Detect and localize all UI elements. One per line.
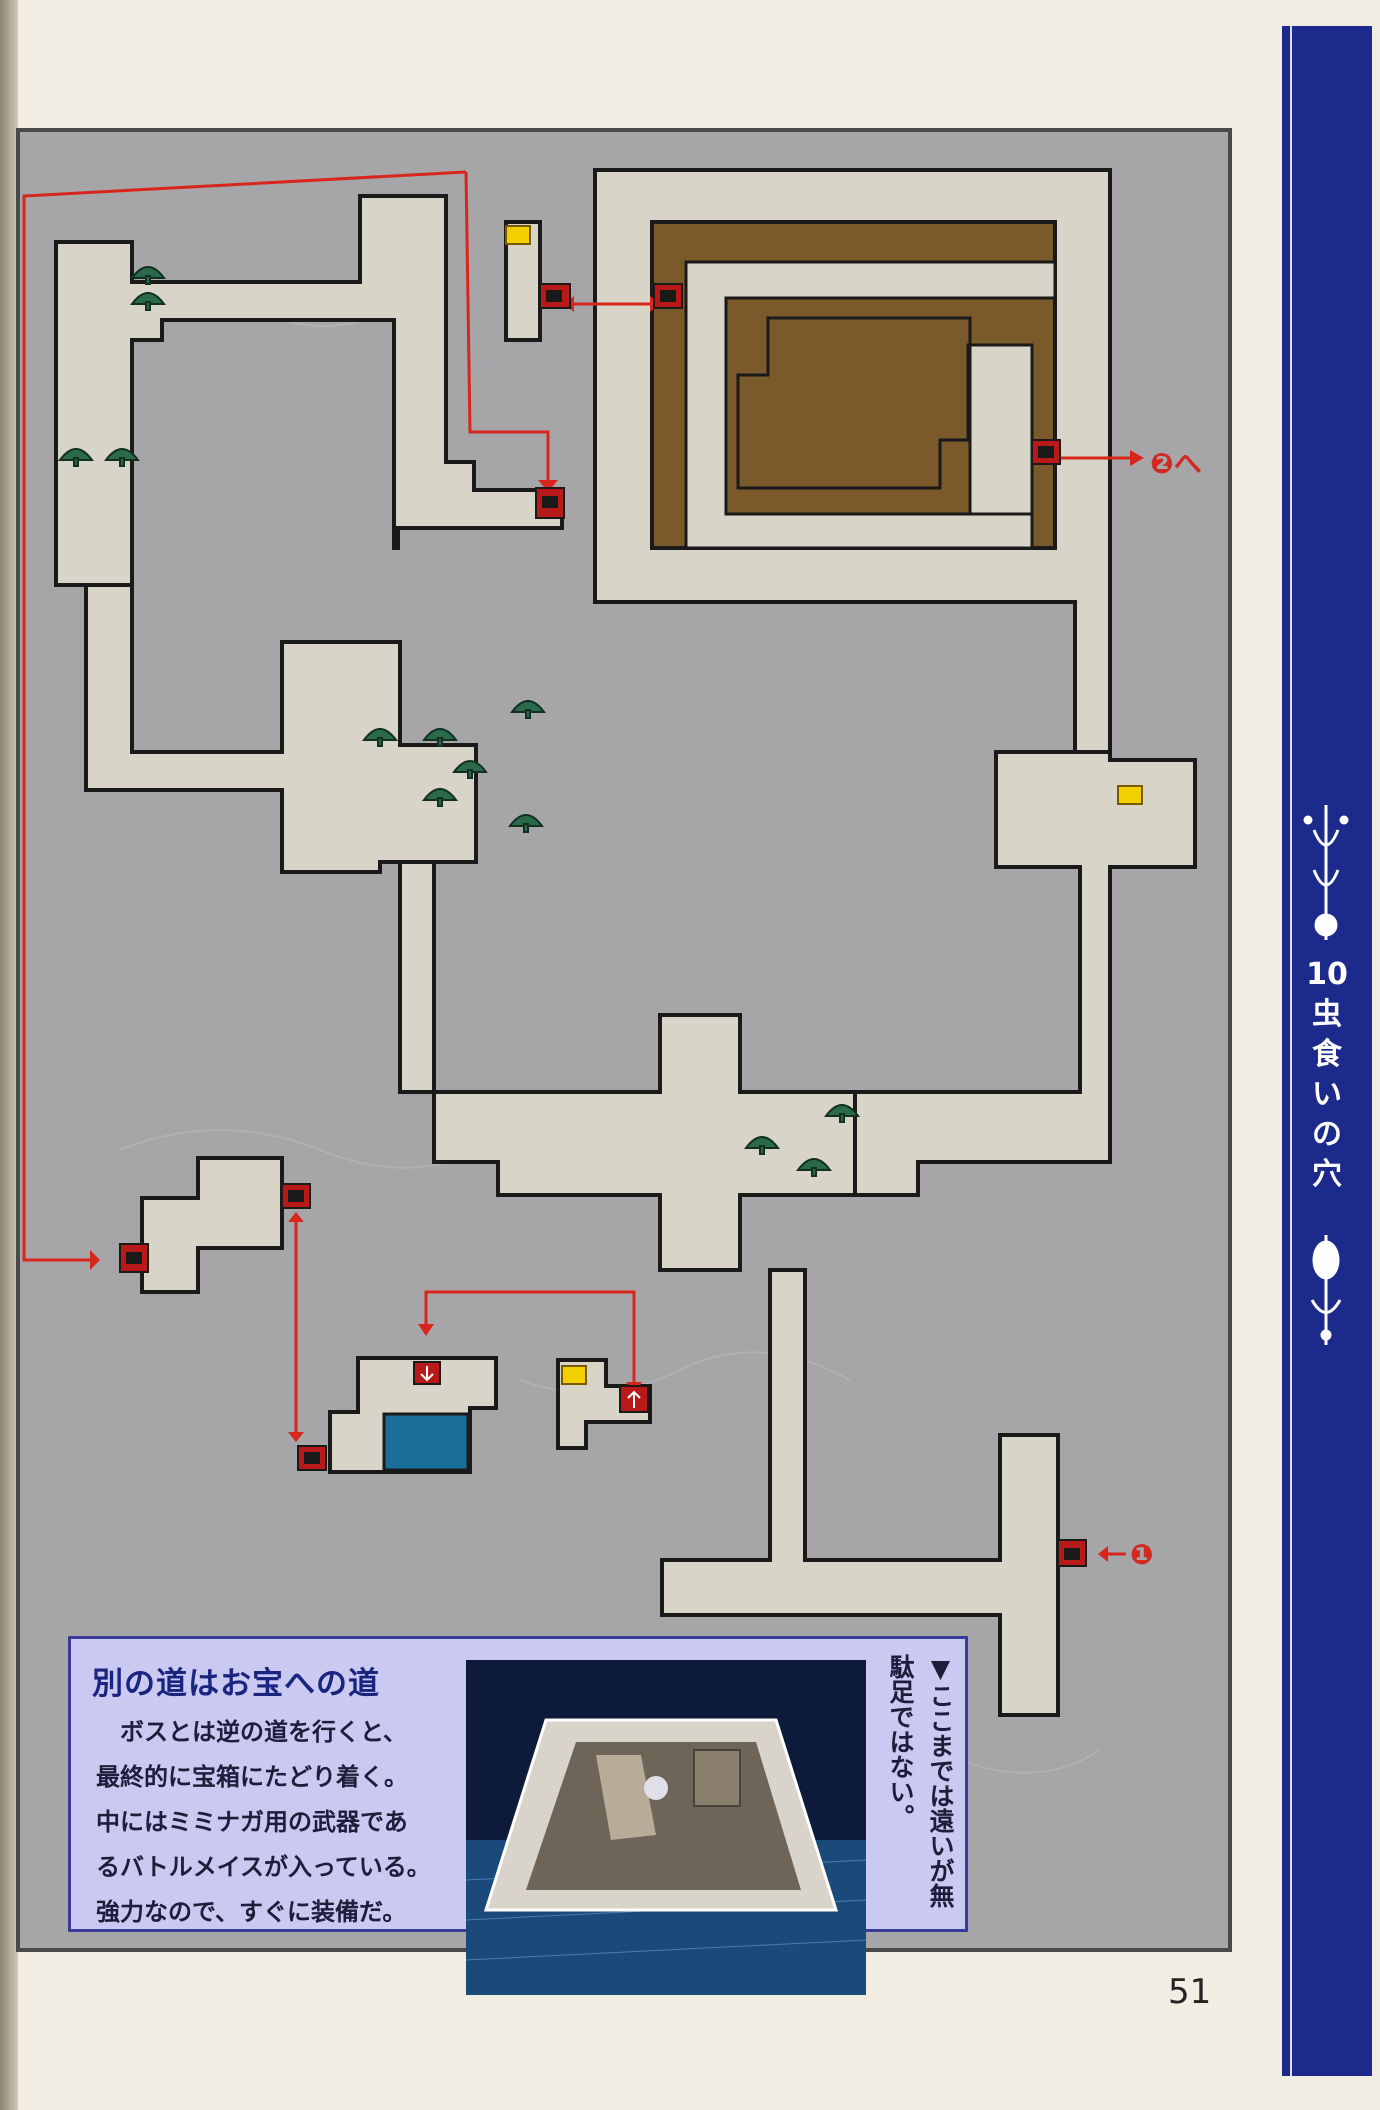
- caption-line: ボスとは逆の道を行くと、: [120, 1718, 408, 1746]
- pit-inner: [736, 316, 972, 490]
- ornament-bottom-icon: [1310, 1235, 1342, 1345]
- facing-page-edge: [0, 0, 18, 2110]
- caption-title: 別の道はお宝への道: [92, 1666, 380, 1702]
- caption-line: るバトルメイスが入っている。: [96, 1853, 431, 1881]
- caption-line: 強力なので、すぐに装備だ。: [96, 1898, 407, 1926]
- exit-to-2-label: ❷へ: [1150, 447, 1202, 480]
- water-pool: [382, 1412, 470, 1472]
- route-left: [22, 170, 467, 1262]
- route-arrowheads: [90, 296, 1144, 1562]
- caption-line: 最終的に宝箱にたどり着く。: [96, 1763, 408, 1791]
- game-screenshot: [466, 1660, 866, 1995]
- corridor-top-left: [54, 194, 564, 587]
- loop-inner-path: [684, 260, 1057, 550]
- caption-line: 中にはミミナガ用の武器であ: [96, 1808, 408, 1836]
- route-to-door: [464, 171, 550, 480]
- tree-icon: [58, 266, 860, 1177]
- route-warp-stairs: [424, 1290, 636, 1382]
- door-icon: [119, 283, 1087, 1567]
- entrance-1-label: ❶: [1130, 1538, 1154, 1571]
- stairs-down-icon: [413, 1361, 441, 1385]
- caption-body: ボスとは逆の道を行くと、 最終的に宝箱にたどり着く。 中にはミミナガ用の武器であ…: [96, 1710, 464, 1935]
- page-number: 51: [1168, 1972, 1212, 2012]
- loop-inner-right: [968, 343, 1034, 516]
- stairs-up-icon: [619, 1385, 649, 1413]
- chapter-side-band: [1282, 26, 1372, 2076]
- corridor-bottom-T: [660, 1268, 1060, 1717]
- treasure-chest-icon: [505, 225, 1143, 1385]
- side-band-rule: [1290, 26, 1292, 2076]
- corridor-right-room: [853, 750, 1197, 1197]
- chapter-title: 10虫食いの穴: [1306, 957, 1348, 1192]
- ornament-top-icon: [1303, 805, 1349, 940]
- photo-note: ▼ここまでは遠いが無駄足ではない。: [886, 1654, 955, 1908]
